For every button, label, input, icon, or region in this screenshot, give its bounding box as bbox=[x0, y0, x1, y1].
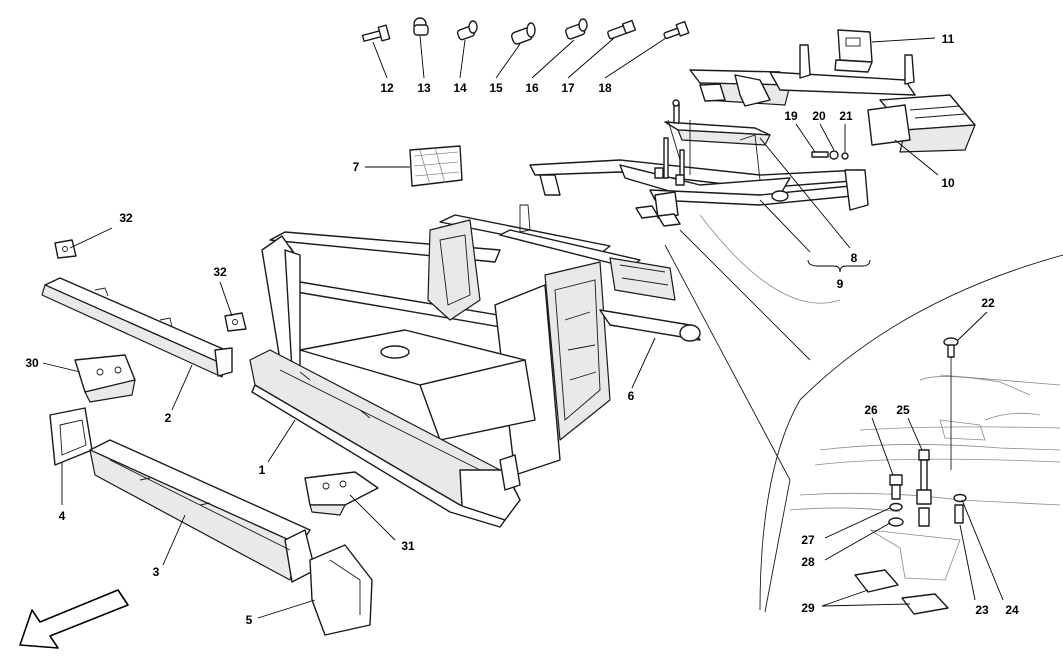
front-direction-arrow-icon bbox=[19, 589, 129, 649]
callout-11: 11 bbox=[942, 32, 955, 46]
spacer-16-icon bbox=[564, 18, 588, 40]
callout-10: 10 bbox=[941, 176, 955, 190]
callout-1: 1 bbox=[259, 463, 266, 477]
callout-30: 30 bbox=[25, 356, 39, 370]
callout-14: 14 bbox=[453, 81, 467, 95]
callout-6: 6 bbox=[628, 389, 635, 403]
callout-28: 28 bbox=[801, 555, 815, 569]
bolt-18-icon bbox=[663, 20, 690, 40]
callout-3: 3 bbox=[153, 565, 160, 579]
push-rivet-12-icon bbox=[361, 24, 391, 42]
callout-2: 2 bbox=[165, 411, 172, 425]
gusset-4 bbox=[49, 407, 93, 466]
closure-panel-5 bbox=[309, 544, 373, 636]
bolt-23-icon bbox=[954, 504, 964, 524]
callout-23: 23 bbox=[975, 603, 989, 617]
callout-32a: 32 bbox=[119, 211, 133, 225]
stud-32a-icon bbox=[54, 239, 77, 259]
callout-22: 22 bbox=[981, 296, 995, 310]
washer-24-icon bbox=[953, 493, 967, 503]
fastener-row bbox=[361, 17, 690, 45]
callout-24: 24 bbox=[1005, 603, 1019, 617]
callout-labels: 1 2 3 4 5 6 7 8 9 10 11 12 13 14 15 16 1… bbox=[25, 32, 1019, 627]
callout-31: 31 bbox=[401, 539, 415, 553]
callout-15: 15 bbox=[489, 81, 503, 95]
callout-4: 4 bbox=[59, 509, 66, 523]
bolt-26-icon bbox=[889, 474, 903, 500]
rear-subframe bbox=[529, 99, 869, 227]
rear-crash-beam bbox=[689, 29, 976, 160]
callout-21: 21 bbox=[839, 109, 853, 123]
insulation-block-7 bbox=[409, 145, 463, 187]
grommet-15-icon bbox=[510, 22, 536, 45]
callout-7: 7 bbox=[353, 160, 360, 174]
main-frame bbox=[249, 204, 701, 528]
washer-28-icon bbox=[888, 517, 904, 527]
sleeve-14-icon bbox=[456, 20, 478, 41]
callout-18: 18 bbox=[598, 81, 612, 95]
bracket-31 bbox=[304, 471, 379, 516]
callout-27: 27 bbox=[801, 533, 815, 547]
callout-29: 29 bbox=[801, 601, 815, 615]
bracket-30 bbox=[74, 354, 136, 403]
stud-25-icon bbox=[916, 449, 932, 527]
bolt-17-icon bbox=[607, 19, 637, 40]
callout-9: 9 bbox=[837, 277, 844, 291]
sill-reinforcement-3 bbox=[89, 439, 316, 583]
callout-17: 17 bbox=[561, 81, 575, 95]
pads-29-icon bbox=[854, 569, 949, 615]
clip-13-icon bbox=[413, 17, 429, 36]
callout-20: 20 bbox=[812, 109, 826, 123]
inset-fasteners bbox=[854, 337, 967, 615]
callout-32b: 32 bbox=[213, 265, 227, 279]
leader-lines bbox=[42, 35, 1004, 619]
callout-19: 19 bbox=[784, 109, 798, 123]
stud-32b-icon bbox=[224, 312, 247, 332]
callout-13: 13 bbox=[417, 81, 431, 95]
callout-12: 12 bbox=[380, 81, 394, 95]
callout-25: 25 bbox=[896, 403, 910, 417]
callout-8: 8 bbox=[851, 251, 858, 265]
washer-27-icon bbox=[889, 502, 903, 512]
callout-5: 5 bbox=[246, 613, 253, 627]
bolt-22-icon bbox=[943, 337, 959, 470]
callout-16: 16 bbox=[525, 81, 539, 95]
side-sill-2 bbox=[41, 277, 233, 378]
callout-26: 26 bbox=[864, 403, 878, 417]
